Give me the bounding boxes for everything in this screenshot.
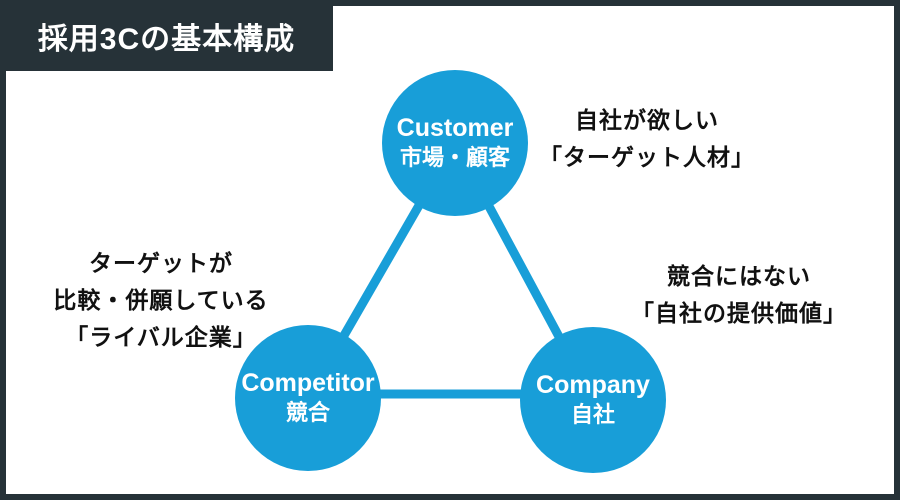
node-customer-label-ja: 市場・顧客 bbox=[399, 145, 510, 170]
node-company: Company 自社 bbox=[520, 327, 666, 473]
page-title: 採用3Cの基本構成 bbox=[37, 22, 296, 56]
annotation-company-line-1: 競合にはない bbox=[667, 263, 811, 289]
node-competitor-label-en: Competitor bbox=[241, 369, 375, 397]
annotation-company-line-2: 「自社の提供価値」 bbox=[631, 300, 847, 326]
node-customer-label-en: Customer bbox=[396, 114, 514, 142]
node-customer: Customer 市場・顧客 bbox=[382, 70, 528, 216]
annotation-competitor: ターゲットが 比較・併願している 「ライバル企業」 bbox=[31, 245, 291, 356]
annotation-customer: 自社が欲しい 「ターゲット人材」 bbox=[507, 102, 787, 176]
node-company-label-en: Company bbox=[536, 371, 650, 399]
annotation-competitor-line-1: ターゲットが bbox=[89, 250, 233, 276]
annotation-competitor-line-3: 「ライバル企業」 bbox=[65, 324, 257, 350]
node-competitor-label-ja: 競合 bbox=[285, 400, 330, 425]
annotation-customer-line-2: 「ターゲット人材」 bbox=[539, 144, 755, 170]
annotation-competitor-line-2: 比較・併願している bbox=[53, 287, 269, 313]
title-plate: 採用3Cの基本構成 bbox=[0, 0, 333, 71]
annotation-customer-line-1: 自社が欲しい bbox=[575, 107, 719, 133]
annotation-company: 競合にはない 「自社の提供価値」 bbox=[604, 258, 874, 332]
node-company-label-ja: 自社 bbox=[570, 402, 615, 427]
node-competitor: Competitor 競合 bbox=[235, 325, 381, 471]
